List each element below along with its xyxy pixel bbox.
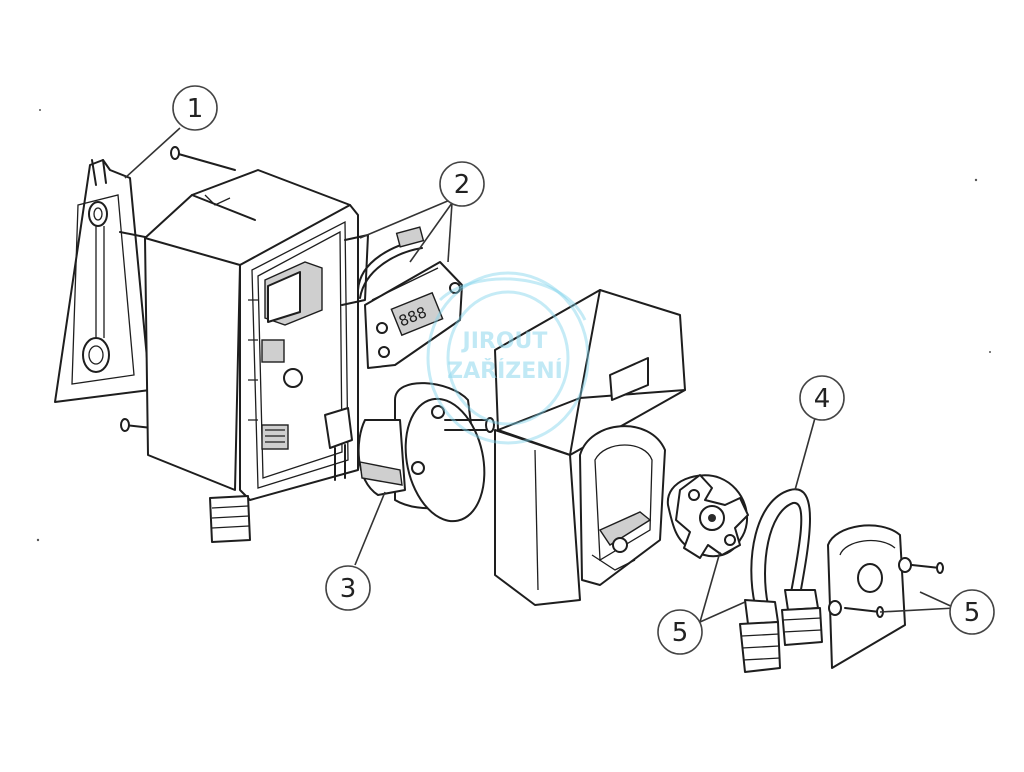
- rotor-assembly: [666, 474, 749, 559]
- wall-bracket: [54, 159, 151, 403]
- svg-text:1: 1: [187, 94, 204, 124]
- callout-5-left: 5: [657, 609, 703, 655]
- callout-5-right: 5: [949, 589, 995, 635]
- cover-plate: [827, 524, 944, 669]
- svg-text:4: 4: [814, 384, 831, 414]
- watermark-logo: JIROUT ZAŘÍZENÍ: [426, 271, 590, 445]
- svg-text:5: 5: [964, 598, 981, 628]
- svg-text:3: 3: [340, 574, 357, 604]
- callout-1: 1: [172, 85, 218, 131]
- pump-housing: [494, 289, 686, 606]
- scan-specks: [36, 109, 991, 542]
- callout-4: 4: [799, 375, 845, 421]
- watermark-line1: JIROUT: [461, 329, 548, 354]
- leader-lines: [124, 127, 956, 623]
- callout-3: 3: [325, 565, 371, 611]
- display-board: 888: [357, 226, 463, 369]
- motor-assembly: [357, 382, 495, 523]
- pump-tube: [739, 488, 823, 673]
- svg-text:2: 2: [454, 170, 471, 200]
- control-box: [144, 169, 369, 543]
- callout-2: 2: [439, 161, 485, 207]
- svg-text:5: 5: [672, 618, 689, 648]
- watermark-line2: ZAŘÍZENÍ: [447, 358, 563, 384]
